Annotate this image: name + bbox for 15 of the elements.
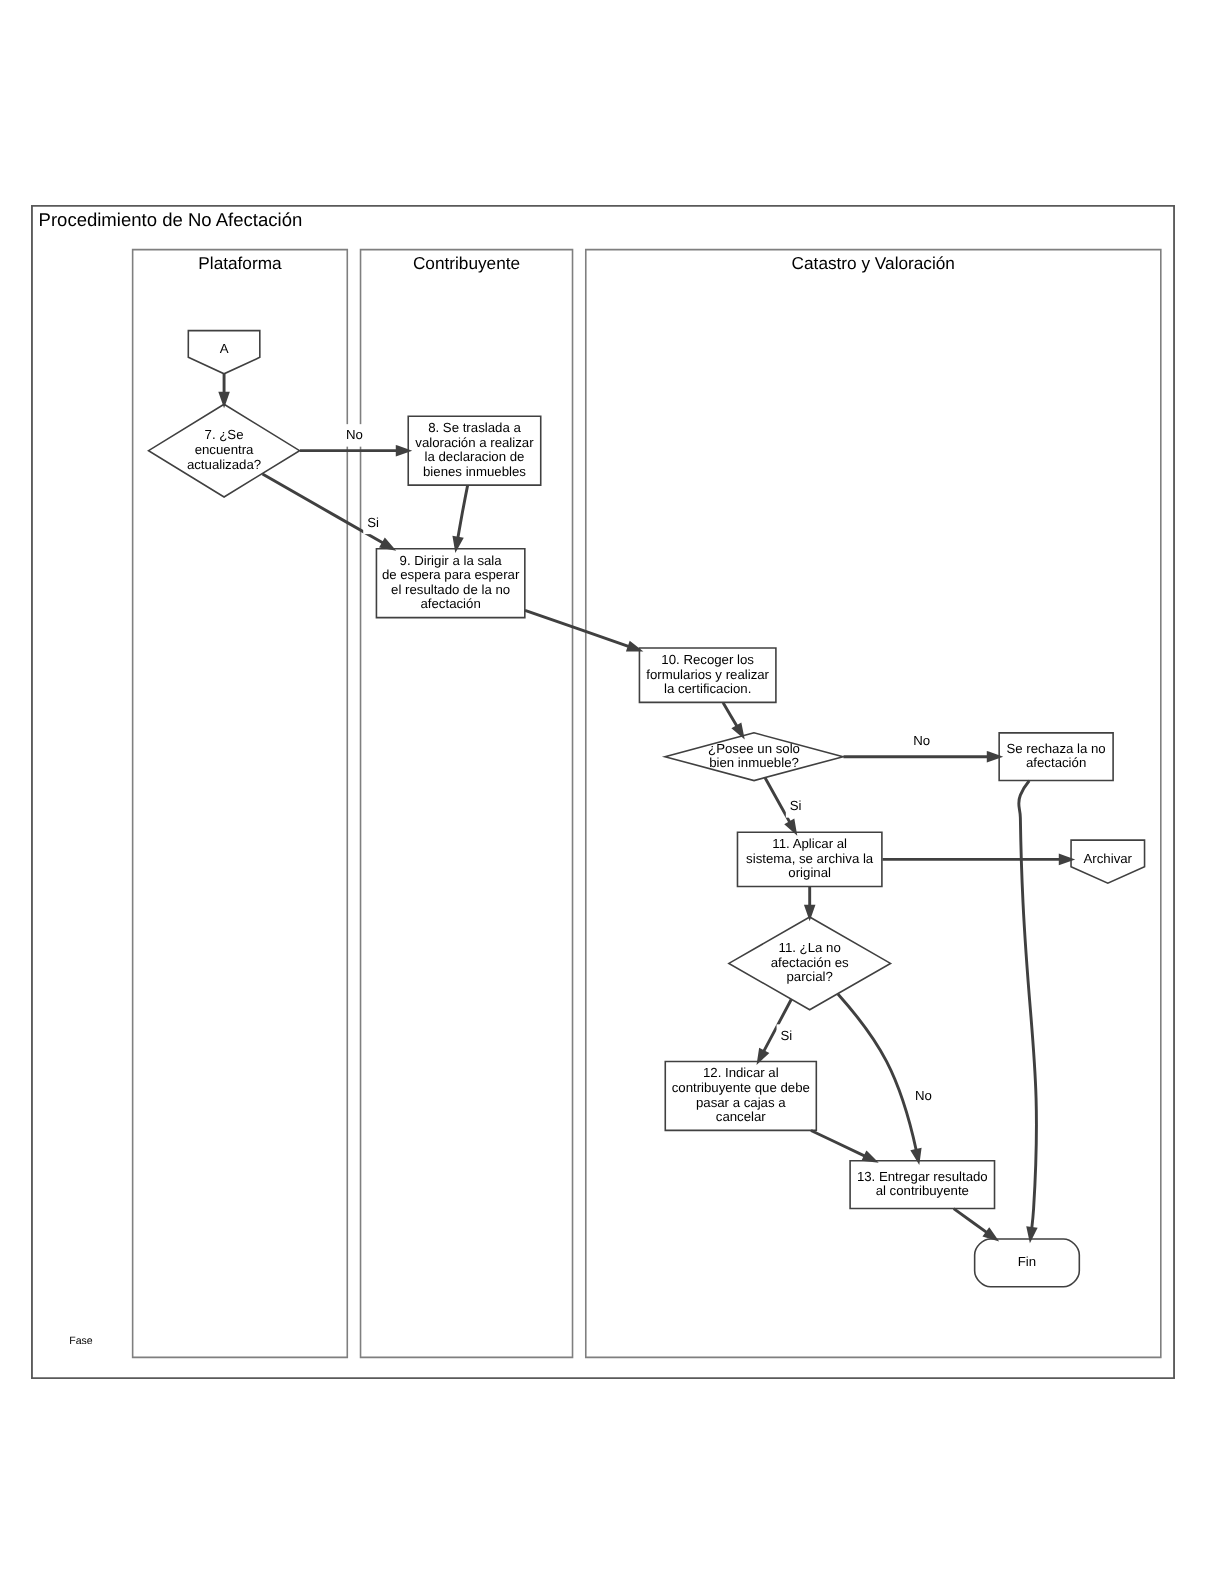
arrow xyxy=(882,852,1076,865)
arrow xyxy=(721,701,745,739)
arrow xyxy=(756,997,793,1064)
arrow xyxy=(843,749,1004,762)
arrow xyxy=(763,776,798,835)
arrow xyxy=(952,1206,1000,1241)
arrow xyxy=(1017,778,1038,1243)
arrow xyxy=(218,373,230,408)
arrow xyxy=(261,471,397,550)
arrow xyxy=(452,484,470,552)
arrow xyxy=(299,443,413,456)
arrow xyxy=(810,1128,879,1162)
arrow xyxy=(803,885,816,921)
arrow xyxy=(836,992,922,1165)
arrow xyxy=(524,607,644,651)
